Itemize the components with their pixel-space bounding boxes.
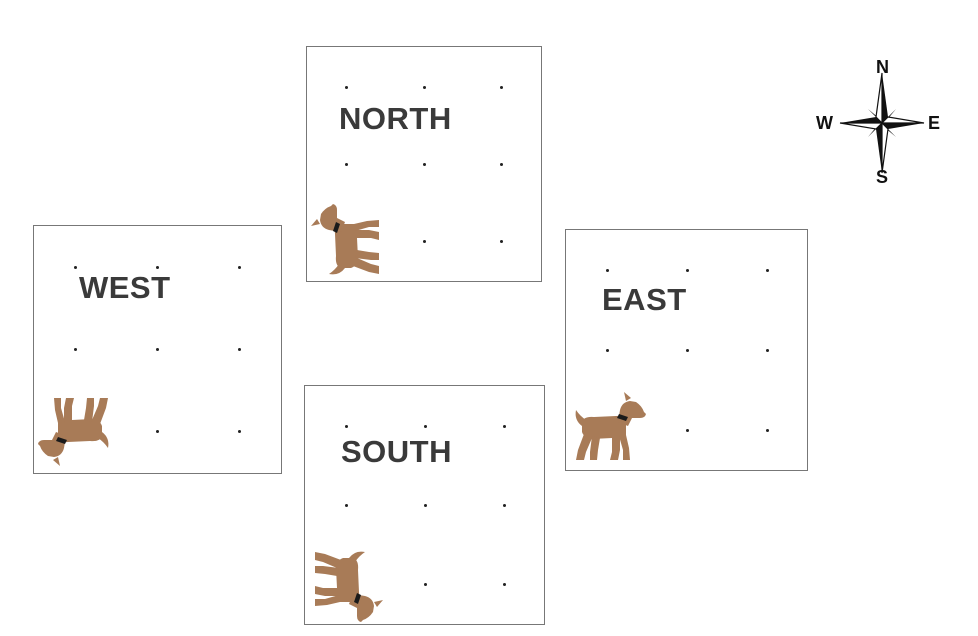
panel-label-north: NORTH — [339, 101, 452, 136]
grid-dot — [423, 86, 426, 89]
grid-dot — [606, 269, 609, 272]
compass-label-w: W — [816, 113, 833, 133]
compass-label-s: S — [876, 167, 889, 187]
grid-dot — [238, 348, 241, 351]
grid-dot — [766, 269, 769, 272]
grid-dot — [74, 348, 77, 351]
grid-dot — [238, 266, 241, 269]
grid-dot — [424, 583, 427, 586]
grid-dot — [345, 163, 348, 166]
grid-dot — [238, 430, 241, 433]
grid-dot — [74, 266, 77, 269]
grid-dot — [686, 349, 689, 352]
grid-dot — [156, 348, 159, 351]
panel-south: SOUTH — [304, 385, 545, 625]
grid-dot — [500, 240, 503, 243]
panel-north: NORTH — [306, 46, 542, 282]
compass-label-e: E — [928, 113, 941, 133]
grid-dot — [766, 429, 769, 432]
panel-west: WEST — [33, 225, 282, 474]
grid-dot — [686, 269, 689, 272]
grid-dot — [766, 349, 769, 352]
dog-icon — [311, 204, 379, 275]
grid-dot — [686, 429, 689, 432]
grid-dot — [606, 349, 609, 352]
dog-icon — [575, 392, 646, 460]
grid-dot — [503, 583, 506, 586]
grid-dot — [503, 425, 506, 428]
grid-dot — [156, 430, 159, 433]
grid-dot — [500, 163, 503, 166]
panel-label-east: EAST — [602, 282, 687, 317]
grid-dot — [345, 504, 348, 507]
panel-label-west: WEST — [79, 270, 171, 305]
grid-dot — [424, 425, 427, 428]
grid-dot — [345, 425, 348, 428]
grid-dot — [156, 266, 159, 269]
compass-rose-icon — [839, 72, 925, 174]
grid-dot — [345, 86, 348, 89]
panel-label-south: SOUTH — [341, 434, 452, 469]
dog-icon — [315, 551, 383, 622]
grid-dot — [423, 163, 426, 166]
compass: N S E W — [812, 55, 952, 190]
panel-east: EAST — [565, 229, 808, 471]
grid-dot — [424, 504, 427, 507]
grid-dot — [503, 504, 506, 507]
grid-dot — [423, 240, 426, 243]
dog-icon — [38, 398, 109, 466]
grid-dot — [500, 86, 503, 89]
compass-label-n: N — [876, 57, 889, 77]
